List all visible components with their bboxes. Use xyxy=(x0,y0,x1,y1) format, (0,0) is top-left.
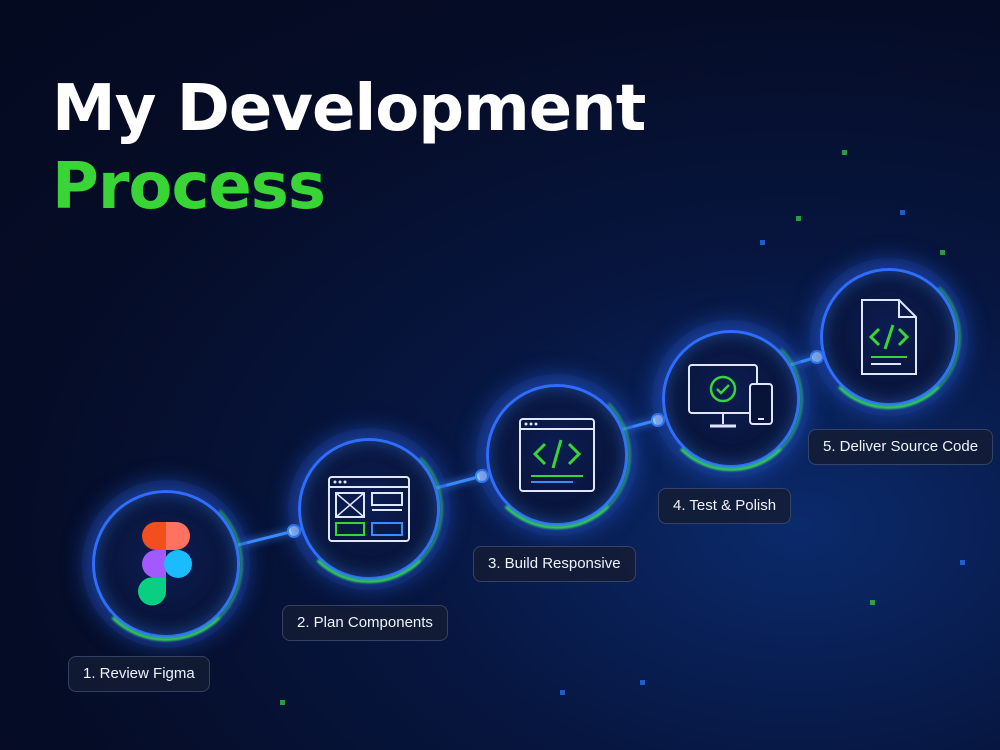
step-3-label: 3. Build Responsive xyxy=(473,546,636,582)
step-2-node xyxy=(298,438,440,580)
step-4-node xyxy=(662,330,800,468)
step-2-label: 2. Plan Components xyxy=(282,605,448,641)
code-file-icon xyxy=(861,299,917,375)
wireframe-layout-icon xyxy=(328,476,410,542)
desktop-mobile-check-icon xyxy=(688,364,773,428)
step-1-node xyxy=(92,490,240,638)
step-5-label: 5. Deliver Source Code xyxy=(808,429,994,465)
step-1-label: 1. Review Figma xyxy=(68,656,210,692)
title-line-2: Process xyxy=(52,150,326,224)
step-4-label: 4. Test & Polish xyxy=(658,488,792,524)
figma-icon xyxy=(138,522,192,606)
code-window-icon xyxy=(519,418,595,492)
title-line-1: My Development xyxy=(52,72,646,146)
page-title: My Development Process xyxy=(52,70,646,226)
step-5-node xyxy=(820,268,958,406)
step-3-node xyxy=(486,384,628,526)
